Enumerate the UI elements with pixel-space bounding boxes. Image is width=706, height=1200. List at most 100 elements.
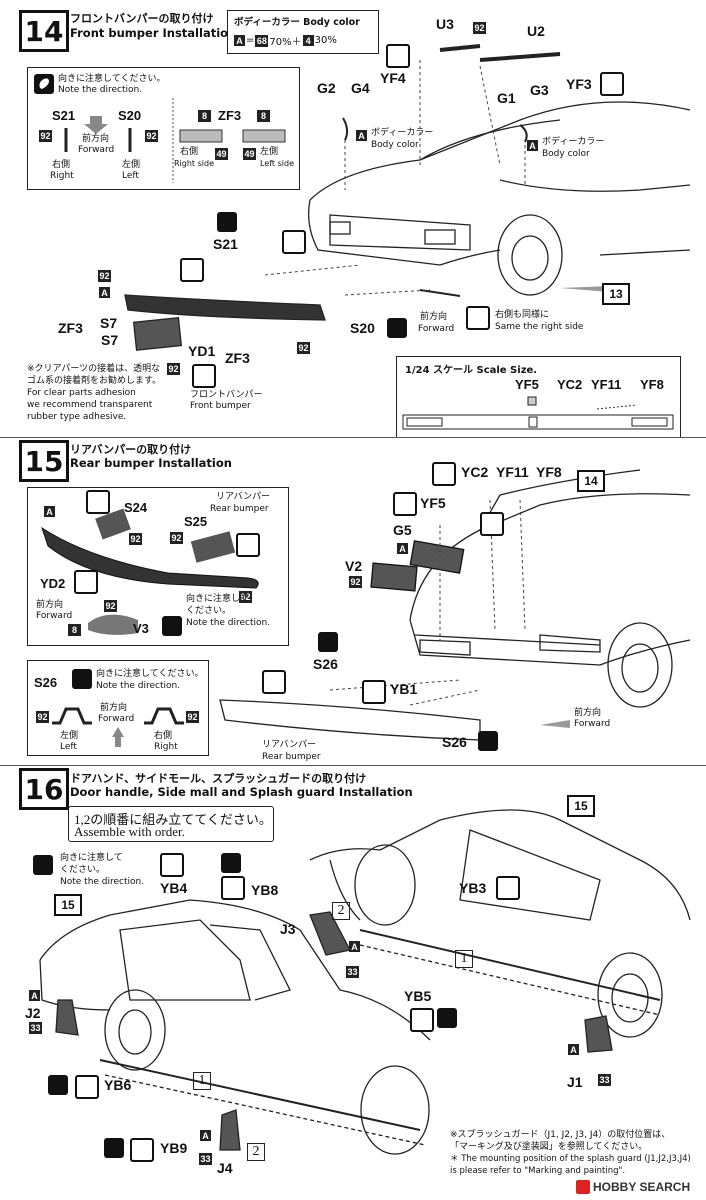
part-YF8-label: YF8 xyxy=(640,377,664,392)
part-YD1-label: YD1 xyxy=(188,343,216,359)
cement-icon xyxy=(130,1138,154,1162)
part-92-badge: 92 xyxy=(98,270,111,282)
part-92-badge: 92 xyxy=(129,533,142,545)
forward-en: Forward xyxy=(36,611,73,621)
step-15-number: 15 xyxy=(19,440,69,482)
part-U2-label: U2 xyxy=(527,23,545,39)
rear-bumper-jp: リアバンパー xyxy=(262,740,317,750)
bodycolor-jp: ボディーカラー xyxy=(542,137,605,147)
front-bumper-en: Front bumper xyxy=(190,401,251,411)
watermark-logo-icon xyxy=(576,1180,590,1194)
part-S20-label: S20 xyxy=(350,320,375,336)
paint-a-badge: A xyxy=(44,506,55,517)
rear-bumper-en: Rear bumper xyxy=(210,504,269,514)
ref-step-15: 15 xyxy=(54,894,82,916)
part-YB4-label: YB4 xyxy=(160,880,188,896)
paint-code-68: 68 xyxy=(255,34,269,47)
part-92-badge: 92 xyxy=(170,532,183,544)
part-G2-label: G2 xyxy=(317,80,336,96)
part-8-badge: 8 xyxy=(198,110,211,122)
forward-jp: 前方向 xyxy=(100,703,128,713)
clear-note-4: we recommend transparent xyxy=(27,400,153,410)
percent-70: 70%＋ xyxy=(269,37,302,48)
part-YF4-label: YF4 xyxy=(380,70,406,86)
part-J2-label: J2 xyxy=(25,1005,41,1021)
ref-step-15: 15 xyxy=(567,795,595,817)
forward-en: Forward xyxy=(574,719,611,729)
percent-30: 30% xyxy=(314,35,337,46)
part-92-badge: 92 xyxy=(39,130,52,142)
part-92-badge: 92 xyxy=(186,711,199,723)
footnote-4: is please refer to "Marking and painting… xyxy=(450,1166,626,1176)
note-dir-en: Note the direction. xyxy=(60,877,145,887)
part-92-badge: 92 xyxy=(473,22,486,34)
ref-step-14: 14 xyxy=(577,470,605,492)
part-8-badge: 8 xyxy=(68,624,81,636)
part-92-badge: 92 xyxy=(297,342,310,354)
divider-14-15 xyxy=(0,437,706,438)
right-jp: 右側 xyxy=(52,160,71,170)
forward-en: Forward xyxy=(98,714,135,724)
glue-icon xyxy=(387,318,407,338)
right-en: Right xyxy=(50,171,74,181)
order-jp: 1,2の順番に組み立ててください。 xyxy=(74,812,272,827)
divider-15-16 xyxy=(0,765,706,766)
note-direction-en: Note the direction. xyxy=(96,681,181,691)
part-YF8-label: YF8 xyxy=(536,464,562,480)
s26-direction-box: S26 向きに注意してください。 Note the direction. 92 … xyxy=(27,660,209,756)
part-YC2-label: YC2 xyxy=(461,464,489,480)
clear-note-2: ゴム系の接着剤をお勧めします。 xyxy=(27,376,162,386)
part-8-badge: 8 xyxy=(257,110,270,122)
left-side-jp: 左側 xyxy=(260,147,279,157)
part-S26-label: S26 xyxy=(34,675,58,690)
part-U3-label: U3 xyxy=(436,16,454,32)
note-dir-jp-2: ください。 xyxy=(60,865,106,875)
clear-note-3: For clear parts adhesion xyxy=(27,388,136,398)
part-33-badge: 33 xyxy=(346,966,359,978)
part-YB1-label: YB1 xyxy=(390,681,418,697)
assemble-order-box: 1,2の順番に組み立ててください。 Assemble with order. xyxy=(68,806,274,842)
cement-icon xyxy=(410,1008,434,1032)
rear-car-drawing xyxy=(219,469,691,741)
part-S20-label: S20 xyxy=(118,108,142,123)
glue-icon xyxy=(437,1008,457,1028)
clear-note-5: rubber type adhesive. xyxy=(27,412,127,422)
glue-icon xyxy=(104,1138,124,1158)
cement-icon xyxy=(466,306,490,330)
part-G4-label: G4 xyxy=(351,80,370,96)
part-J3-label: J3 xyxy=(280,921,296,937)
order-1-marker: 1 xyxy=(193,1072,211,1090)
part-YF5-label: YF5 xyxy=(420,495,446,511)
cement-icon xyxy=(74,570,98,594)
bodycolor-en: Body color xyxy=(371,140,419,150)
forward-jp: 前方向 xyxy=(36,600,64,610)
forward-jp: 前方向 xyxy=(574,708,602,718)
watermark-text: HOBBY SEARCH xyxy=(593,1180,691,1194)
glue-icon xyxy=(318,632,338,652)
direction-note-icon xyxy=(34,74,54,94)
equals-sign: = xyxy=(246,35,255,46)
forward-jp: 前方向 xyxy=(420,312,448,322)
part-YF5-label: YF5 xyxy=(515,377,539,392)
order-2-marker: 2 xyxy=(247,1143,265,1161)
order-1-marker: 1 xyxy=(455,950,473,968)
step-14-number: 14 xyxy=(19,10,69,52)
part-YB3-label: YB3 xyxy=(459,880,487,896)
part-ZF3-label: ZF3 xyxy=(58,320,83,336)
forward-en: Forward xyxy=(418,324,455,334)
clear-note-1: ※クリアパーツの接着は、透明な xyxy=(27,364,161,374)
note-direction-jp: 向きに注意してください。 xyxy=(58,74,166,84)
part-G3-label: G3 xyxy=(530,82,549,98)
paint-code-a: A xyxy=(234,35,245,46)
front-bumper-jp: フロントバンパー xyxy=(190,390,263,400)
paint-a-badge: A xyxy=(99,287,110,298)
part-S24-label: S24 xyxy=(124,500,148,515)
body-color-title: ボディーカラー Body color xyxy=(234,17,360,28)
part-49-badge: 49 xyxy=(243,148,256,160)
part-92-badge: 92 xyxy=(349,576,362,588)
part-92-badge: 92 xyxy=(167,363,180,375)
cement-icon xyxy=(496,876,520,900)
paint-code-4: 4 xyxy=(302,35,314,46)
part-49-badge: 49 xyxy=(215,148,228,160)
